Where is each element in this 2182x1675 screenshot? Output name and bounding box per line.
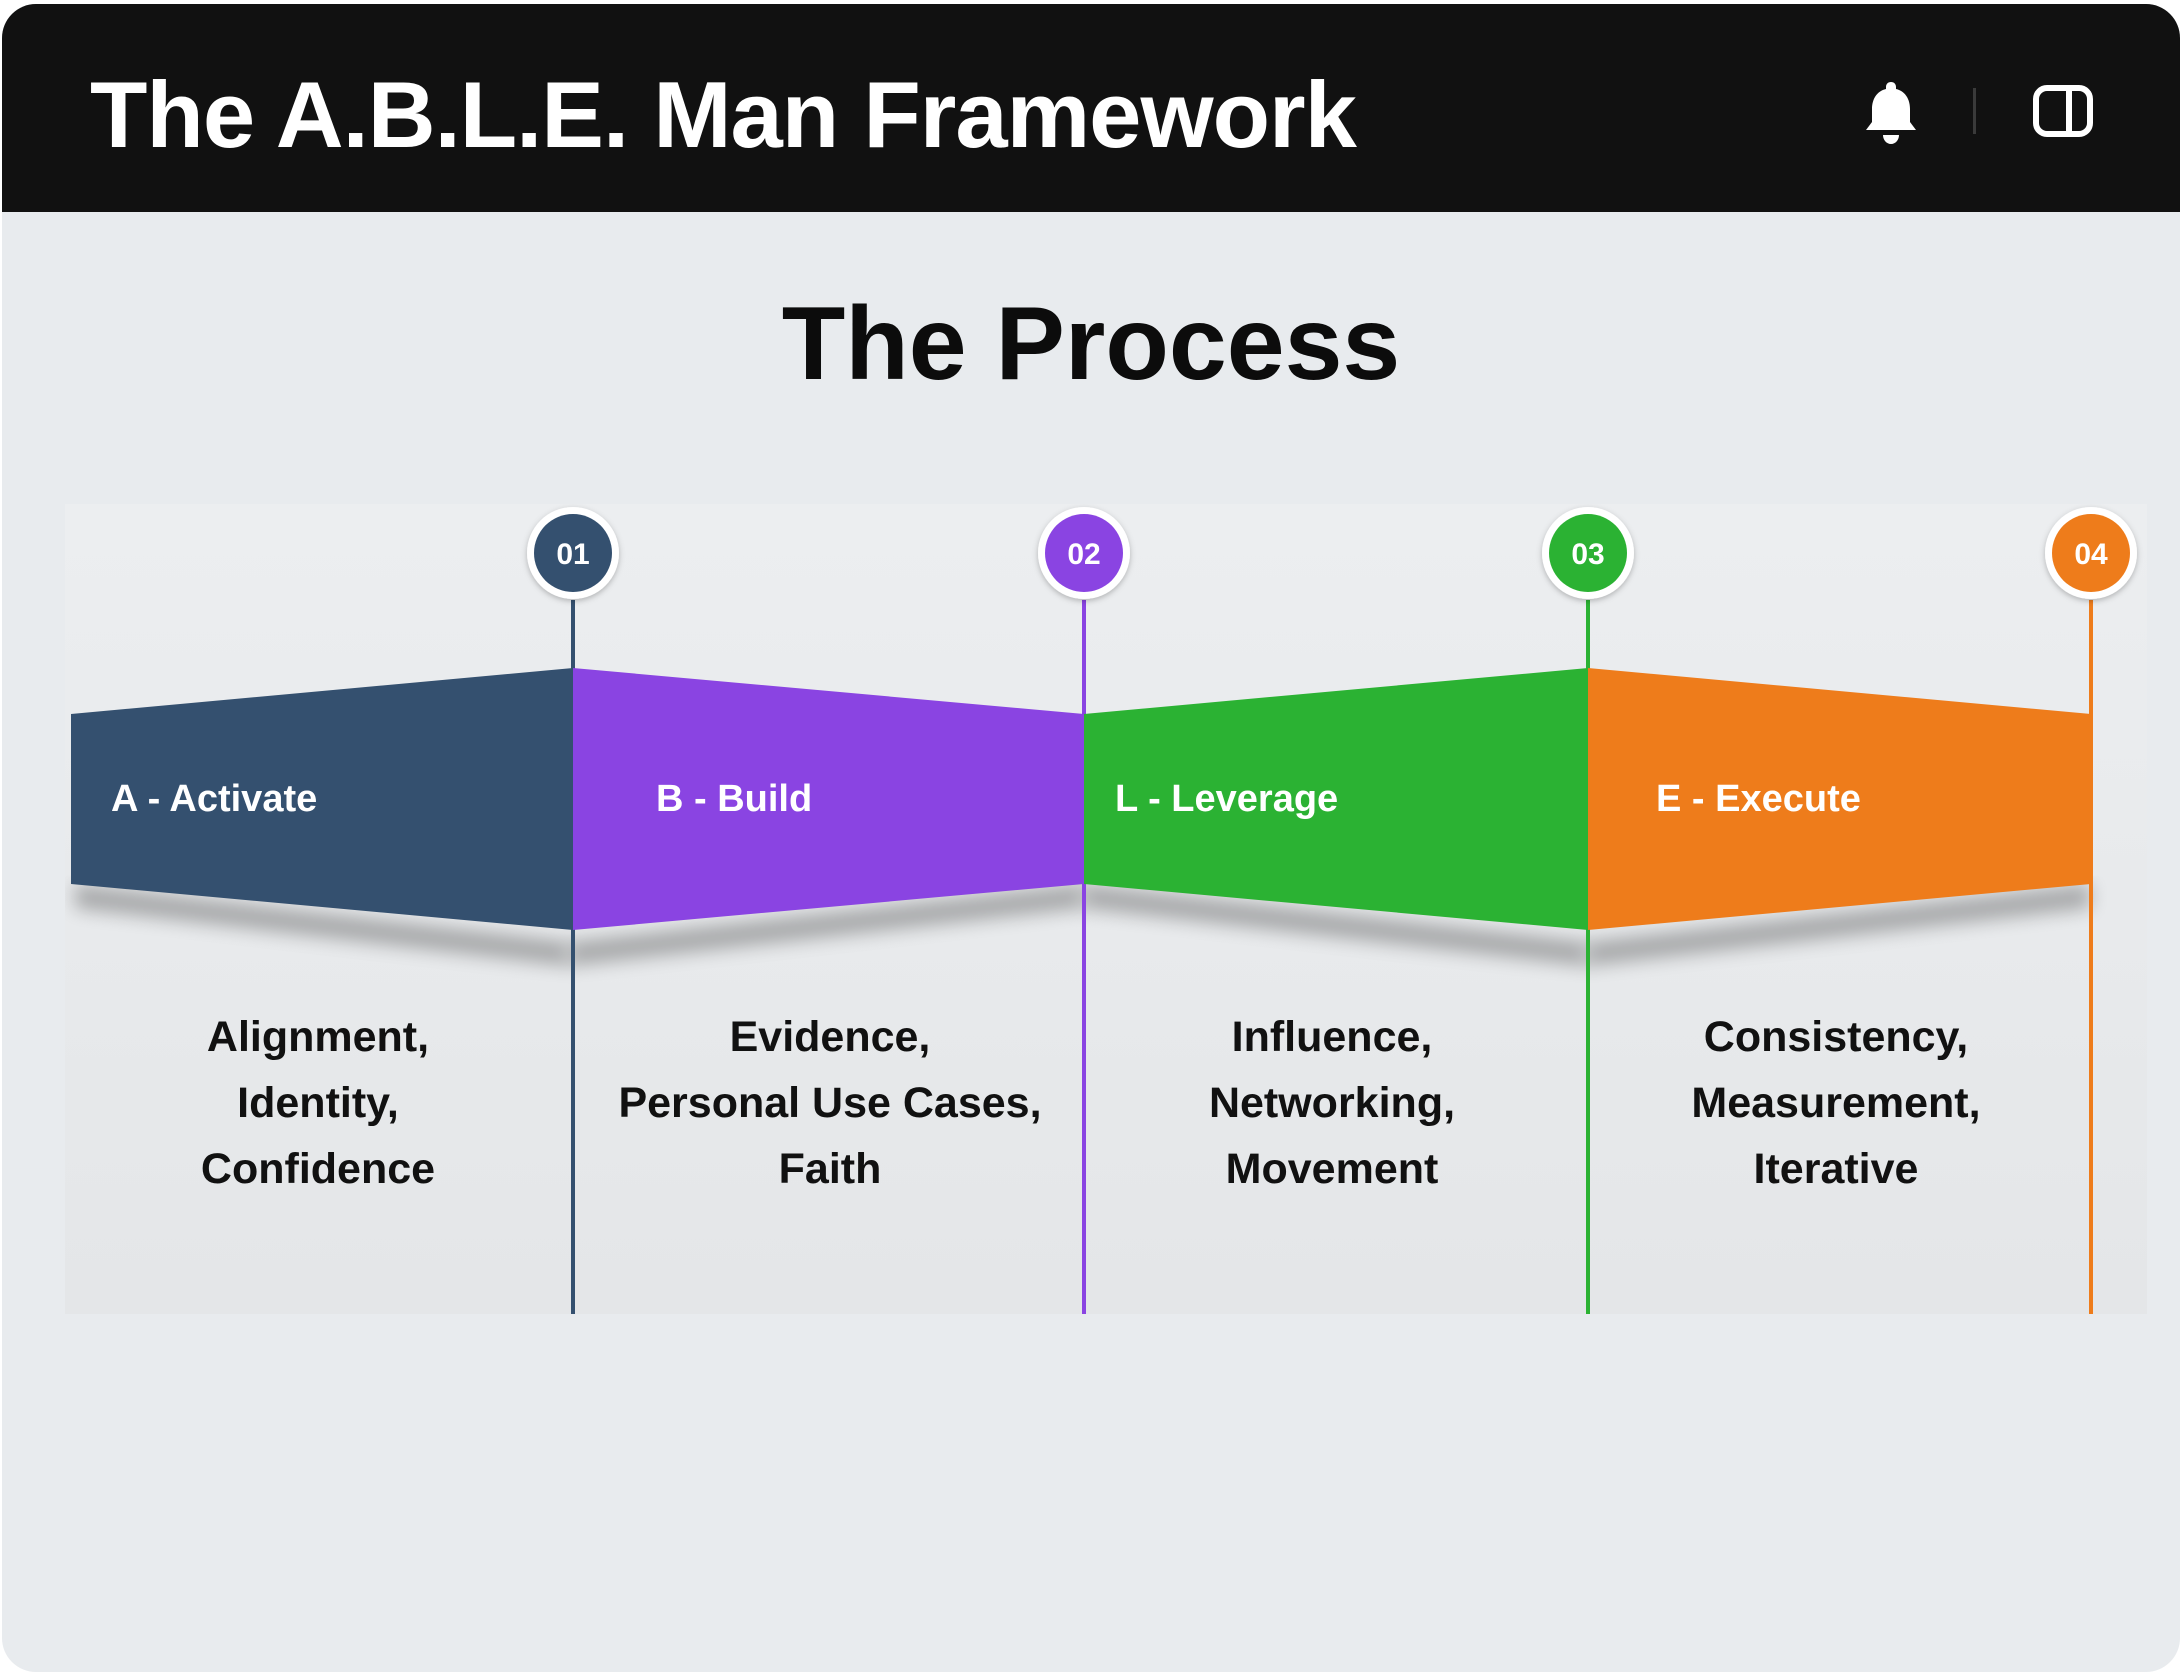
description-line: Confidence — [200, 1145, 436, 1193]
step-description-build: Evidence, Personal Use Cases, Faith — [600, 1004, 1060, 1202]
step-badge-04: 04 — [2045, 507, 2137, 599]
step-badge-02: 02 — [1038, 507, 1130, 599]
description-line: Networking, — [1208, 1079, 1456, 1127]
band-activate — [71, 668, 573, 930]
top-bar: The A.B.L.E. Man Framework — [2, 4, 2180, 212]
toolbar-divider — [1973, 88, 1976, 134]
step-description-leverage: Influence, Networking, Movement — [1102, 1004, 1562, 1202]
app-window: The A.B.L.E. Man Framework The Process — [2, 4, 2180, 1672]
band-execute — [1588, 668, 2091, 930]
band-shadows — [75, 884, 2090, 966]
description-line: Influence, — [1231, 1013, 1433, 1061]
app-title: The A.B.L.E. Man Framework — [90, 62, 1357, 167]
description-line: Movement — [1225, 1145, 1439, 1193]
description-line: Alignment, — [206, 1013, 430, 1061]
description-line: Faith — [778, 1145, 882, 1193]
sidebar-toggle-icon[interactable] — [2032, 84, 2094, 138]
process-infographic: A - Activate B - Build L - Leverage E - … — [65, 504, 2147, 1314]
step-number-02: 02 — [1067, 538, 1100, 571]
bell-icon[interactable] — [1864, 78, 1918, 146]
band-label-activate: A - Activate — [111, 778, 317, 820]
description-line: Personal Use Cases, — [618, 1079, 1042, 1127]
step-badge-01: 01 — [527, 507, 619, 599]
description-line: Iterative — [1753, 1145, 1919, 1193]
band-label-execute: E - Execute — [1656, 778, 1861, 820]
description-line: Evidence, — [729, 1013, 931, 1061]
step-badge-03: 03 — [1542, 507, 1634, 599]
step-number-04: 04 — [2074, 538, 2108, 571]
description-line: Consistency, — [1703, 1013, 1969, 1061]
step-description-execute: Consistency, Measurement, Iterative — [1606, 1004, 2066, 1202]
band-label-build: B - Build — [656, 778, 812, 820]
band-leverage — [1084, 668, 1588, 930]
step-description-activate: Alignment, Identity, Confidence — [88, 1004, 548, 1202]
step-number-03: 03 — [1571, 538, 1604, 571]
description-line: Identity, — [237, 1079, 399, 1127]
step-number-01: 01 — [556, 538, 589, 571]
slide-title: The Process — [781, 286, 1401, 402]
description-line: Measurement, — [1691, 1079, 1981, 1127]
band-label-leverage: L - Leverage — [1115, 778, 1338, 820]
band-build — [573, 668, 1084, 930]
